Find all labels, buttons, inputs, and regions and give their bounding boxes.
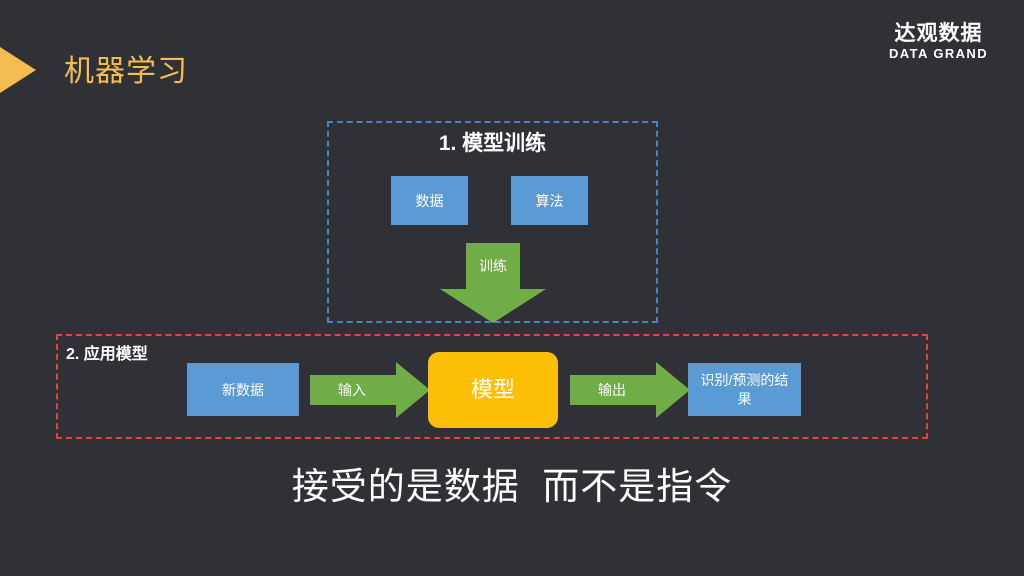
page-title: 机器学习 [64, 55, 188, 88]
arrow-down-training-head [440, 289, 546, 323]
arrow-down-training: 训练 [440, 243, 546, 323]
box-new-data: 新数据 [187, 363, 299, 416]
box-algorithm: 算法 [511, 176, 588, 225]
arrow-right-input: 输入 [310, 362, 430, 418]
arrow-right-input-label: 输入 [310, 375, 396, 405]
section-title-apply-model: 2. 应用模型 [66, 346, 148, 363]
box-data: 数据 [391, 176, 468, 225]
section-apply-model [56, 334, 928, 439]
logo-name-en: DATA GRAND [889, 46, 988, 61]
arrow-right-output-head [656, 362, 690, 418]
brand-logo: 达观数据 DATA GRAND [889, 22, 988, 62]
arrow-right-input-head [396, 362, 430, 418]
logo-name-cn: 达观数据 [894, 22, 983, 45]
triangle-right-icon [0, 47, 36, 93]
arrow-right-output: 输出 [570, 362, 690, 418]
section-title-model-training: 1. 模型训练 [438, 132, 547, 155]
arrow-right-output-label: 输出 [570, 375, 656, 405]
box-model: 模型 [428, 352, 558, 428]
slide-caption: 接受的是数据 而不是指令 [291, 466, 733, 507]
arrow-down-training-label: 训练 [466, 243, 520, 289]
box-result: 识别/预测的结果 [688, 363, 801, 416]
